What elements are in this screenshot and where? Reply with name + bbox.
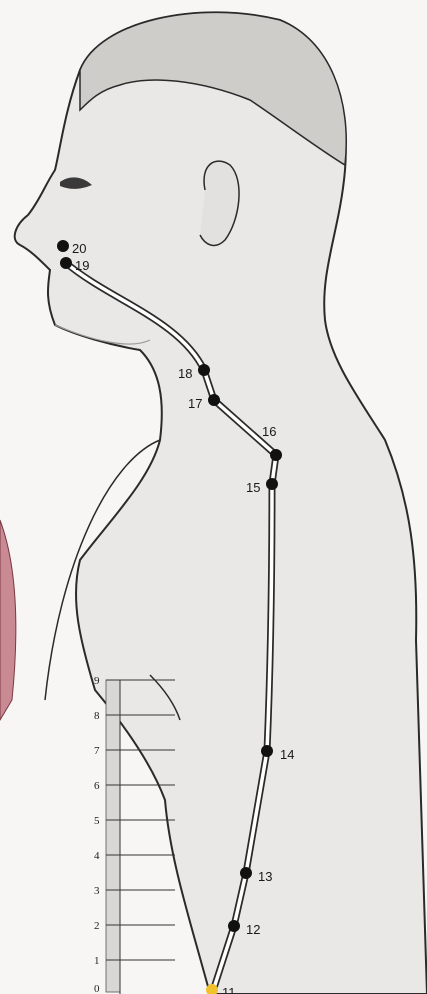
scale-label-9: 9	[94, 675, 100, 687]
acupoint-label-17: 17	[188, 396, 202, 411]
acupoint-label-19: 19	[75, 258, 89, 273]
acupoint-19	[60, 257, 72, 269]
acupoint-label-20: 20	[72, 241, 86, 256]
scale-label-7: 7	[94, 745, 100, 757]
acupoint-20	[57, 240, 69, 252]
acupoint-15	[266, 478, 278, 490]
scale-bar	[106, 680, 120, 992]
scale-label-6: 6	[94, 780, 100, 792]
acupoint-16	[270, 449, 282, 461]
scale-label-1: 1	[94, 955, 100, 967]
acupoint-17	[208, 394, 220, 406]
scale-label-4: 4	[94, 850, 100, 862]
scale-label-3: 3	[94, 885, 100, 897]
scale-label-8: 8	[94, 710, 100, 722]
acupoint-label-16: 16	[262, 424, 276, 439]
acupoint-18	[198, 364, 210, 376]
left-arm-red	[0, 520, 16, 720]
acupoint-label-11: 11	[222, 985, 236, 994]
acupoint-13	[240, 867, 252, 879]
acupoint-14	[261, 745, 273, 757]
acupoint-12	[228, 920, 240, 932]
body-silhouette	[15, 12, 427, 994]
scale-label-2: 2	[94, 920, 100, 932]
acupoint-label-14: 14	[280, 747, 294, 762]
scale-label-0: 0	[94, 983, 100, 994]
acupoint-label-13: 13	[258, 869, 272, 884]
acupoint-label-18: 18	[178, 366, 192, 381]
acupoint-label-15: 15	[246, 480, 260, 495]
acupoint-label-12: 12	[246, 922, 260, 937]
scale-label-5: 5	[94, 815, 100, 827]
